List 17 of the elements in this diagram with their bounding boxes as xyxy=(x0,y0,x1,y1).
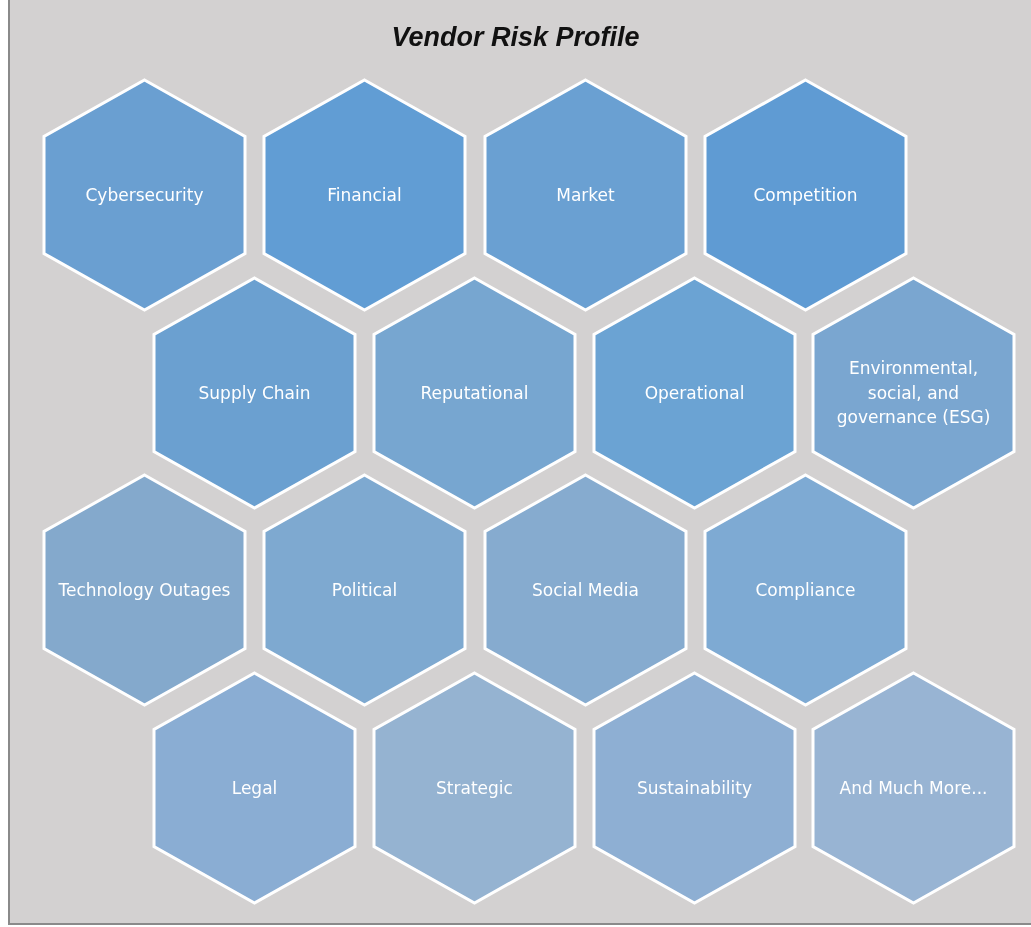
category-label: Reputational xyxy=(419,381,530,405)
category-label: Operational xyxy=(643,381,746,405)
category-label: Supply Chain xyxy=(197,381,312,405)
category-label: Political xyxy=(330,578,399,602)
category-label: Legal xyxy=(230,776,279,800)
category-label: Compliance xyxy=(754,578,857,602)
category-label: Social Media xyxy=(531,578,640,602)
category-label: Strategic xyxy=(435,776,514,800)
category-label: Sustainability xyxy=(635,776,754,800)
category-label: Market xyxy=(555,183,616,207)
category-label: Financial xyxy=(326,183,403,207)
diagram-title: Vendor Risk Profile xyxy=(390,22,641,53)
category-label: And Much More... xyxy=(838,776,989,800)
category-label: Cybersecurity xyxy=(84,183,205,207)
category-label: Environmental, social, and governance (ESG) xyxy=(835,357,992,430)
category-label: Competition xyxy=(752,183,859,207)
category-label: Technology Outages xyxy=(57,578,232,602)
